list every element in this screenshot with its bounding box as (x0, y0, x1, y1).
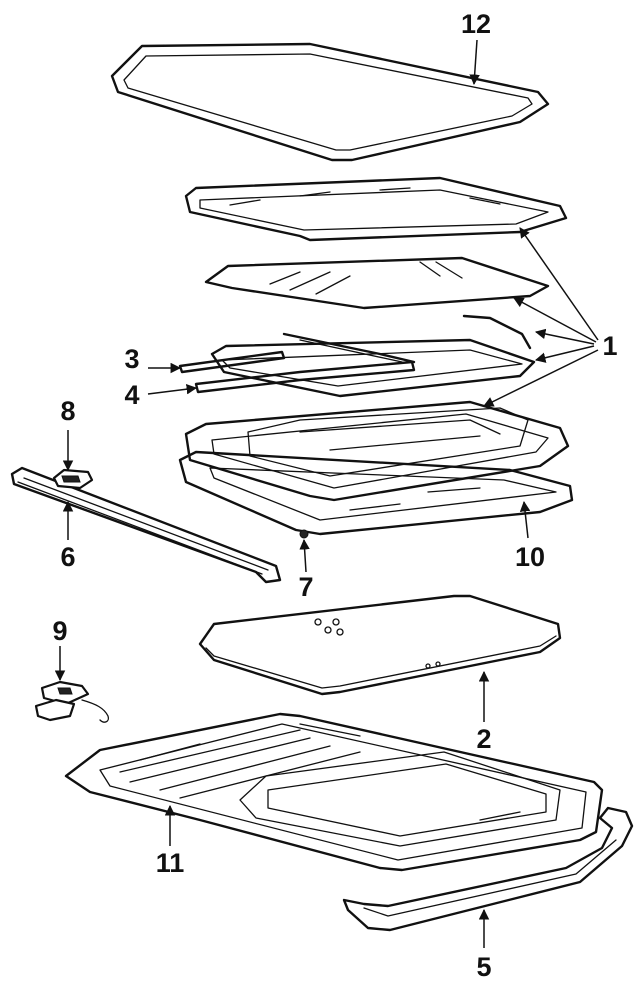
part-4-strip (194, 360, 416, 394)
callout-9: 9 (52, 616, 67, 646)
callout-7: 7 (298, 572, 313, 602)
callout-3: 3 (124, 344, 139, 374)
part-11-housing (64, 712, 604, 872)
callout-12: 12 (461, 9, 491, 39)
callout-6: 6 (60, 542, 75, 572)
part-1-frame-upper (184, 176, 568, 242)
callout-10: 10 (515, 542, 545, 572)
part-1-sliding-frame (184, 400, 570, 502)
part-10-lower-frame (178, 450, 574, 539)
part-2-lid-panel (198, 594, 562, 696)
callout-5: 5 (476, 952, 491, 982)
callout-8: 8 (60, 396, 75, 426)
callout-1: 1 (602, 331, 617, 361)
callout-2: 2 (476, 724, 491, 754)
part-6-guide-rail (10, 466, 282, 584)
part-3-strip (178, 350, 286, 374)
part-5-deflector (342, 806, 634, 932)
part-12-weatherstrip (110, 42, 550, 162)
part-9-motor (34, 680, 110, 723)
part-1-glass-panel (204, 256, 550, 310)
callout-4: 4 (124, 380, 139, 410)
part-8-clip (52, 468, 94, 490)
callout-11: 11 (156, 848, 185, 878)
leader-lines (54, 39, 599, 948)
